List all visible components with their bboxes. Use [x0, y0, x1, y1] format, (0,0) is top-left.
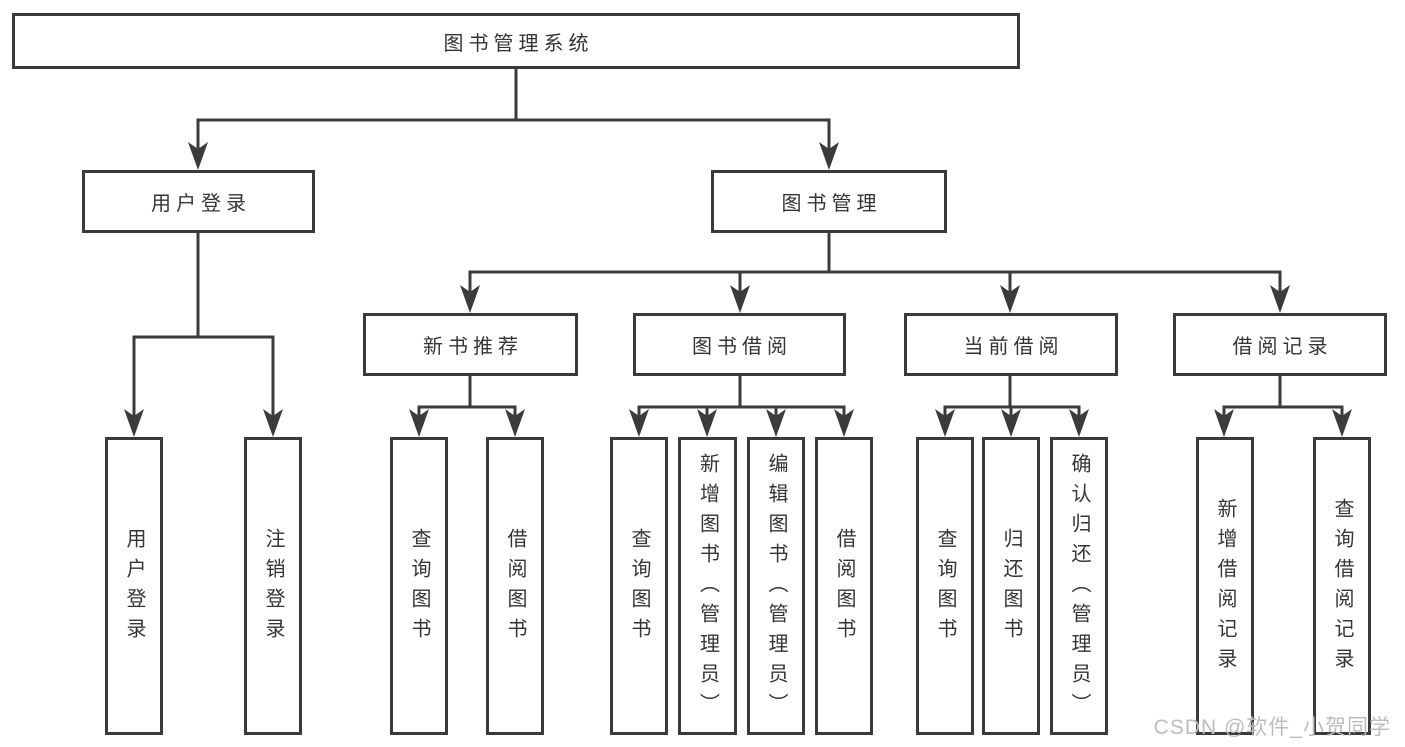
node-leaf-query-books-3: 查询图书 — [916, 437, 974, 735]
csdn-watermark: CSDN @软件_小贺同学 — [1153, 716, 1391, 739]
node-leaf-query-borrow-record: 查询借阅记录 — [1313, 437, 1371, 735]
node-new-book-recommend: 新书推荐 — [363, 313, 578, 376]
node-leaf-query-books-2: 查询图书 — [610, 437, 668, 735]
node-book-management: 图书管理 — [711, 170, 947, 233]
node-leaf-confirm-return-admin: 确认归还（管理员） — [1050, 437, 1108, 735]
node-user-login: 用户登录 — [82, 170, 315, 233]
node-borrowing-records: 借阅记录 — [1173, 313, 1387, 376]
node-current-borrowing: 当前借阅 — [904, 313, 1118, 376]
node-leaf-add-borrow-record: 新增借阅记录 — [1196, 437, 1254, 735]
node-leaf-edit-book-admin: 编辑图书（管理员） — [747, 437, 805, 735]
node-leaf-borrow-books-2: 借阅图书 — [815, 437, 873, 735]
node-leaf-logout: 注销登录 — [244, 437, 302, 735]
node-leaf-user-login: 用户登录 — [105, 437, 163, 735]
node-library-management-system: 图书管理系统 — [12, 13, 1020, 69]
node-leaf-return-book: 归还图书 — [982, 437, 1040, 735]
node-leaf-borrow-books-1: 借阅图书 — [486, 437, 544, 735]
node-book-borrowing: 图书借阅 — [633, 313, 846, 376]
node-leaf-query-books-1: 查询图书 — [390, 437, 448, 735]
node-leaf-add-book-admin: 新增图书（管理员） — [678, 437, 737, 735]
